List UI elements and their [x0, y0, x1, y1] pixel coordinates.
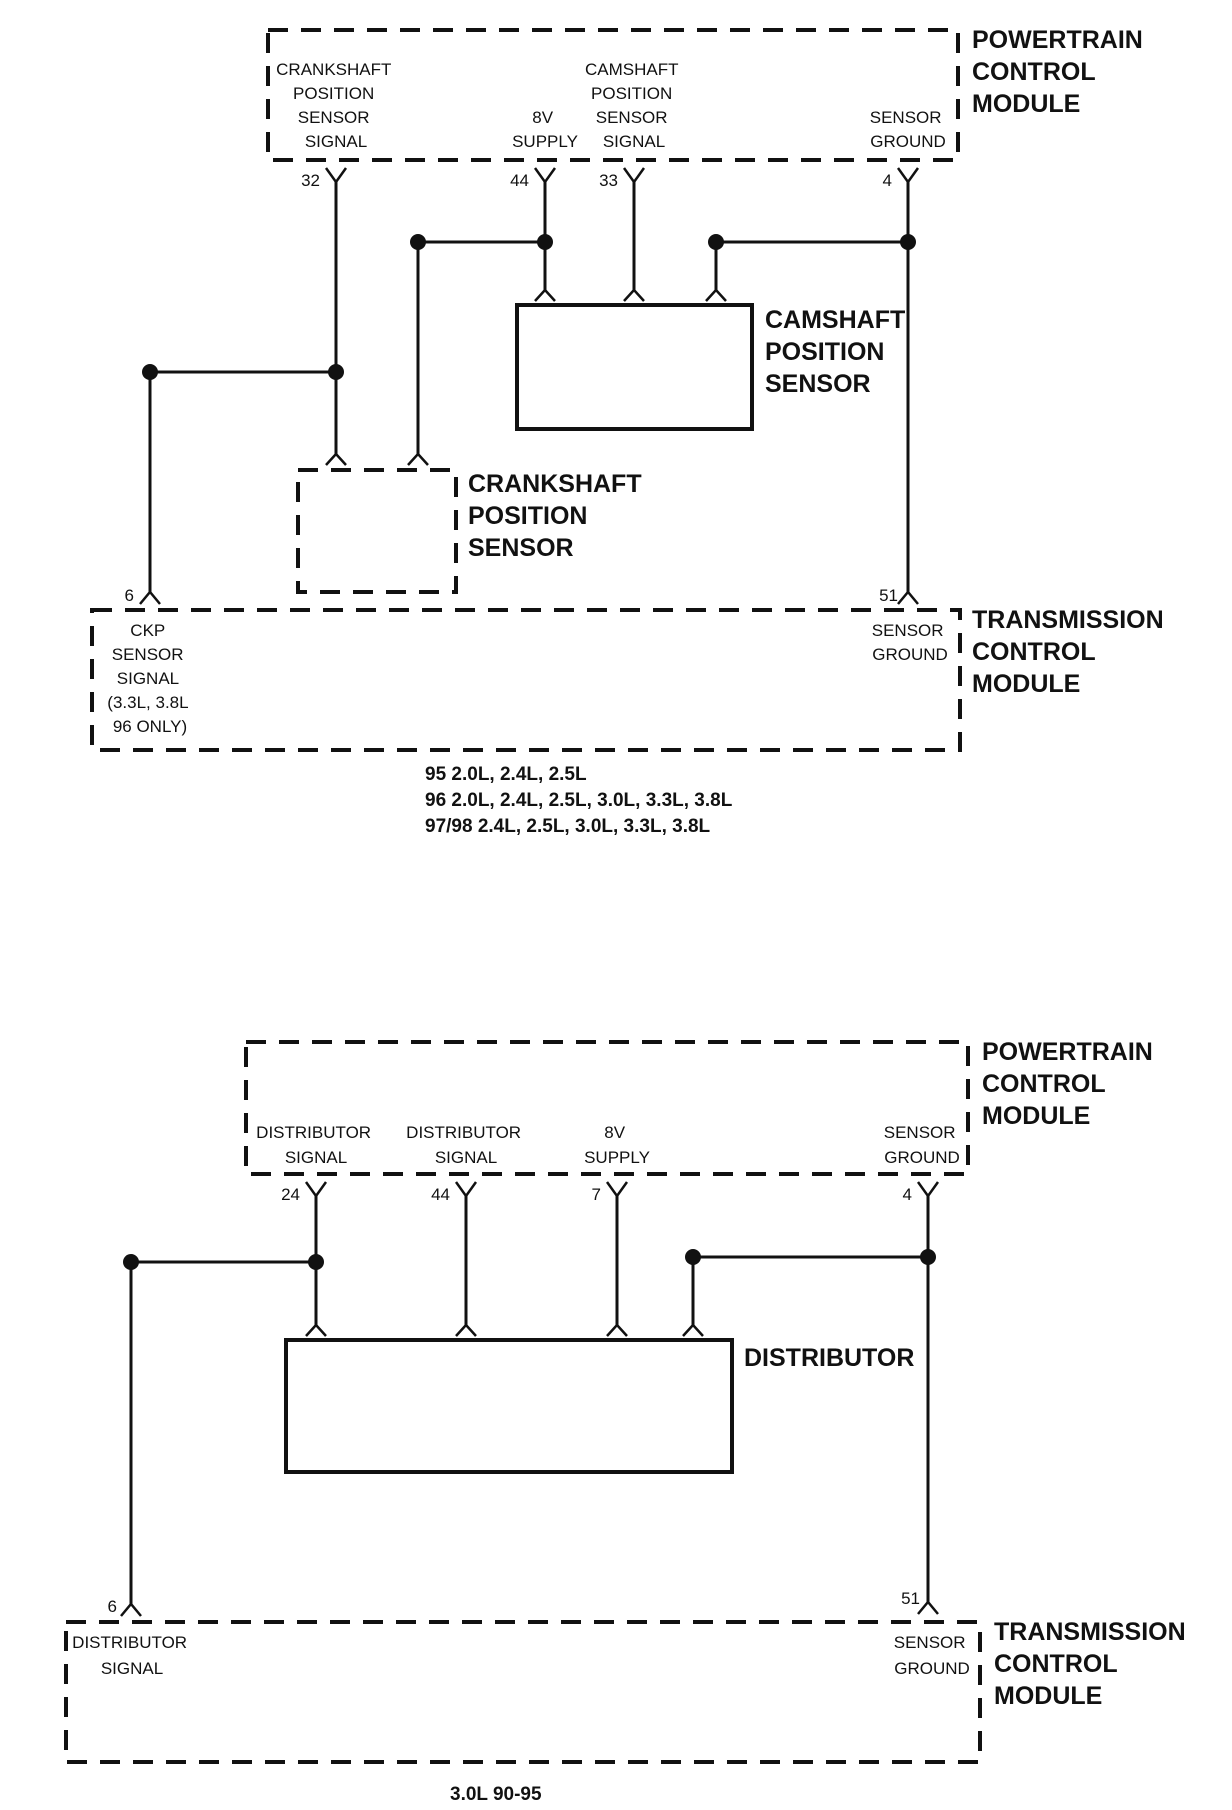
upper-pcm-box: [266, 28, 960, 162]
crankshaft-sensor-connector-signal: [325, 452, 347, 466]
upper-splice-dot: [537, 234, 553, 250]
distributor-connector-44: [455, 1323, 477, 1337]
lower-tcm-pin-6: 6: [108, 1597, 117, 1616]
upper-pcm-connector-32: [324, 167, 348, 185]
lower-pcm-ground-label: SENSOR GROUND: [884, 1123, 961, 1167]
upper-caption: 95 2.0L, 2.4L, 2.5L 96 2.0L, 2.4L, 2.5L,…: [425, 764, 737, 837]
upper-splice-dot: [328, 364, 344, 380]
crankshaft-sensor-connector-supply: [407, 452, 429, 466]
lower-pcm-pin-24: 24: [281, 1185, 300, 1204]
upper-pcm-supply-label: 8V SUPPLY: [512, 108, 578, 151]
lower-splice-dot: [123, 1254, 139, 1270]
upper-tcm-pin-51: 51: [879, 586, 898, 605]
lower-tcm-box: [64, 1620, 982, 1764]
lower-pcm-pin-7: 7: [592, 1185, 601, 1204]
upper-splice-dot: [708, 234, 724, 250]
upper-diagram: POWERTRAIN CONTROL MODULE CRANKSHAFT POS…: [90, 26, 1171, 837]
lower-pcm-connector-7: [605, 1181, 629, 1199]
distributor-connector-7: [606, 1323, 628, 1337]
lower-pcm-connector-4: [916, 1181, 940, 1199]
camshaft-sensor-connector-ground: [705, 288, 727, 302]
camshaft-sensor-connector-signal: [623, 288, 645, 302]
crankshaft-sensor-box: [296, 468, 458, 594]
lower-pcm-pin-4: 4: [903, 1185, 912, 1204]
lower-pcm-connector-24: [304, 1181, 328, 1199]
camshaft-sensor-box: [515, 303, 754, 431]
upper-tcm-ground-label: SENSOR GROUND: [872, 621, 949, 664]
upper-splice-dot: [142, 364, 158, 380]
crankshaft-sensor-title: CRANKSHAFT POSITION SENSOR: [468, 470, 649, 562]
upper-pcm-ckp-label: CRANKSHAFT POSITION SENSOR SIGNAL: [276, 60, 396, 151]
lower-pcm-pin-44: 44: [431, 1185, 450, 1204]
camshaft-sensor-connector-supply: [534, 288, 556, 302]
upper-pcm-connector-44: [533, 167, 557, 185]
camshaft-sensor-title: CAMSHAFT POSITION SENSOR: [765, 306, 912, 398]
lower-splice-dot: [308, 1254, 324, 1270]
lower-tcm-dist-label: DISTRIBUTOR SIGNAL: [72, 1633, 192, 1678]
upper-pcm-pin-33: 33: [599, 171, 618, 190]
lower-pcm-dist24-label: DISTRIBUTOR SIGNAL: [256, 1123, 376, 1167]
upper-pcm-connector-33: [622, 167, 646, 185]
lower-tcm-connector-6: [120, 1602, 142, 1617]
upper-splice-dot: [410, 234, 426, 250]
distributor-title: DISTRIBUTOR: [744, 1344, 914, 1372]
distributor-connector-ground: [682, 1323, 704, 1337]
upper-tcm-connector-6: [139, 590, 161, 605]
lower-tcm-connector-51: [917, 1600, 939, 1615]
distributor-connector-24: [305, 1323, 327, 1337]
lower-pcm-connector-44: [454, 1181, 478, 1199]
lower-caption: 3.0L 90-95: [450, 1784, 542, 1805]
upper-tcm-pin-6: 6: [125, 586, 134, 605]
upper-splice-dot: [900, 234, 916, 250]
upper-pcm-ground-label: SENSOR GROUND: [870, 108, 947, 151]
upper-pcm-pin-4: 4: [883, 171, 892, 190]
upper-pcm-pin-32: 32: [301, 171, 320, 190]
upper-tcm-box: [90, 608, 962, 752]
upper-pcm-cmp-label: CAMSHAFT POSITION SENSOR SIGNAL: [585, 60, 683, 151]
upper-pcm-pin-44: 44: [510, 171, 529, 190]
distributor-box: [284, 1338, 734, 1474]
upper-tcm-ckp-label: CKP SENSOR SIGNAL (3.3L, 3.8L 96 ONLY): [107, 621, 192, 736]
upper-tcm-connector-51: [897, 590, 919, 605]
upper-tcm-title: TRANSMISSION CONTROL MODULE: [972, 606, 1171, 698]
lower-pcm-supply-label: 8V SUPPLY: [584, 1123, 650, 1167]
lower-wires: [129, 1196, 930, 1604]
lower-splice-dot: [685, 1249, 701, 1265]
upper-wires: [148, 182, 910, 592]
lower-pcm-dist44-label: DISTRIBUTOR SIGNAL: [406, 1123, 526, 1167]
lower-pcm-title: POWERTRAIN CONTROL MODULE: [982, 1038, 1160, 1130]
lower-tcm-title: TRANSMISSION CONTROL MODULE: [994, 1618, 1193, 1710]
lower-diagram: POWERTRAIN CONTROL MODULE DISTRIBUTOR SI…: [64, 1038, 1193, 1805]
upper-pcm-connector-4: [896, 167, 920, 185]
lower-tcm-pin-51: 51: [901, 1589, 920, 1608]
lower-splice-dot: [920, 1249, 936, 1265]
upper-pcm-title: POWERTRAIN CONTROL MODULE: [972, 26, 1150, 118]
lower-tcm-ground-label: SENSOR GROUND: [894, 1633, 971, 1678]
